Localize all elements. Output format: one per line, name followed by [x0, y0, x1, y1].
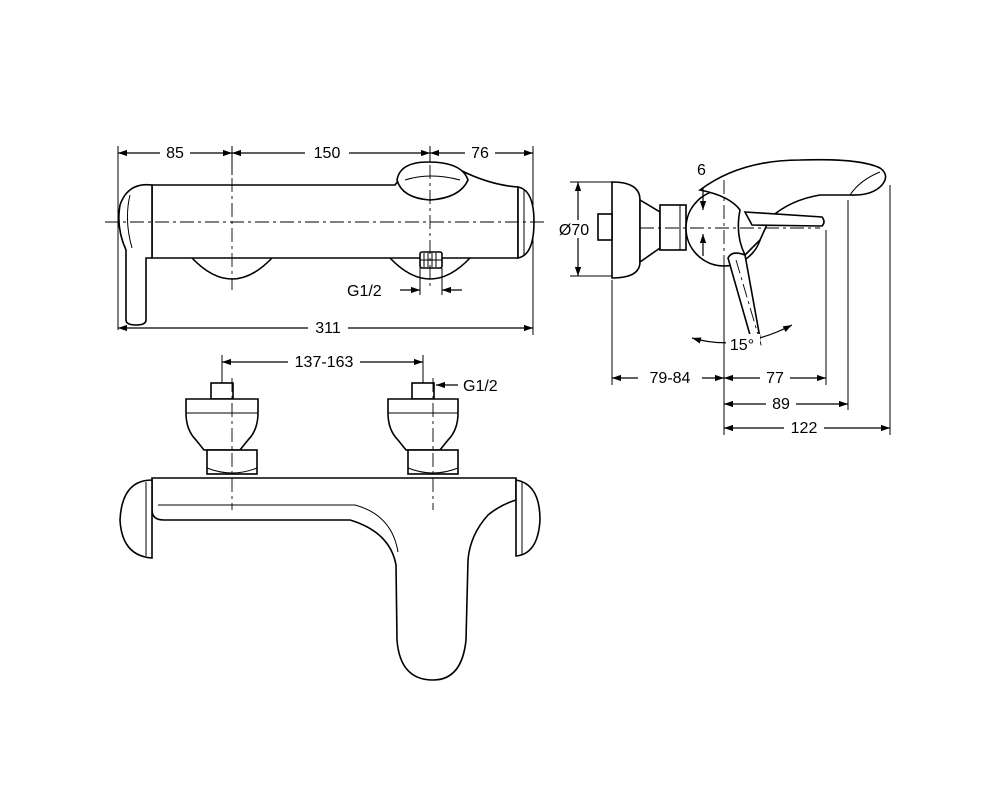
top-right-knob	[515, 479, 541, 557]
dimension-angle-label: 15°	[730, 337, 754, 354]
side-view: Ø70 6 15°	[552, 158, 891, 437]
dimension-85: 85	[118, 143, 232, 162]
dimension-122: 122	[724, 418, 890, 437]
dimension-89: 89	[724, 394, 848, 413]
dimension-gap: 6	[697, 162, 707, 256]
dimension-76-label: 76	[471, 145, 489, 162]
dimension-122-label: 122	[791, 420, 818, 437]
dimension-150-label: 150	[314, 145, 341, 162]
thread-outlet-label: G1/2	[347, 283, 382, 300]
dimension-diameter: Ø70	[552, 182, 596, 276]
front-view: 85 150 76	[105, 143, 545, 337]
dimension-137-163: 137-163	[222, 352, 423, 371]
dimension-311: 311	[118, 318, 533, 337]
dimension-79-84-label: 79-84	[650, 370, 691, 387]
top-view: 137-163 G1/2	[119, 352, 541, 681]
dimension-diameter-label: Ø70	[559, 222, 589, 239]
dimension-89-label: 89	[772, 396, 790, 413]
spout-body	[151, 477, 517, 681]
dimension-76: 76	[430, 143, 533, 162]
right-knob	[517, 186, 535, 259]
dimension-77-label: 77	[766, 370, 784, 387]
side-handle	[727, 252, 761, 344]
dimension-137-163-label: 137-163	[295, 354, 354, 371]
dimension-thread-outlet: G1/2	[347, 268, 462, 300]
top-left-knob	[119, 479, 153, 559]
left-lever	[118, 183, 153, 326]
dimension-angle: 15°	[691, 324, 793, 354]
wall-plate	[611, 181, 641, 279]
inlet-right	[387, 382, 459, 475]
thread-inlet-label: G1/2	[463, 378, 498, 395]
dimension-79-84: 79-84	[612, 368, 724, 387]
dimension-150: 150	[232, 143, 430, 162]
inlet-left	[185, 382, 259, 475]
side-spout	[698, 158, 887, 257]
dimension-77: 77	[724, 368, 826, 387]
outlet	[419, 251, 443, 269]
dimension-gap-label: 6	[697, 162, 706, 179]
dimension-85-label: 85	[166, 145, 184, 162]
dimension-311-label: 311	[315, 320, 341, 337]
dimension-thread-inlet: G1/2	[436, 378, 498, 395]
